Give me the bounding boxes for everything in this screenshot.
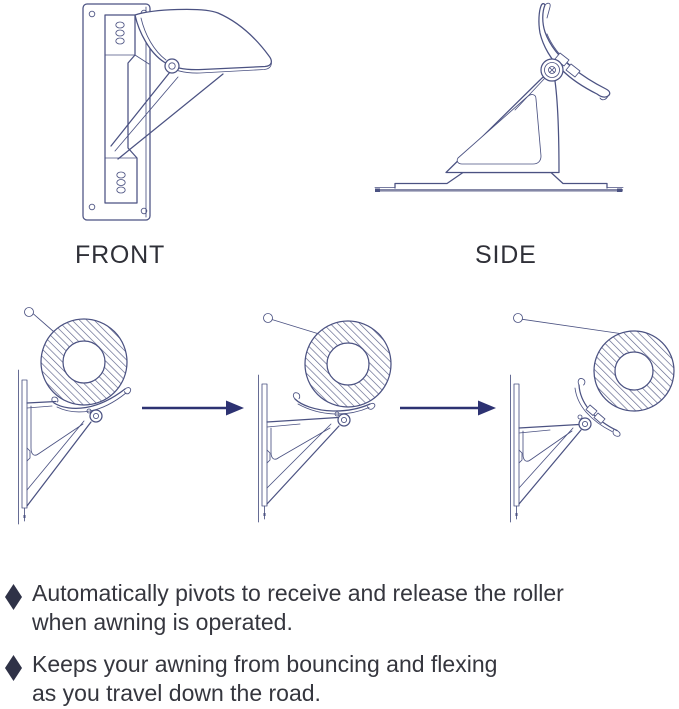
slot <box>115 21 125 29</box>
sequence-step-2-drawing <box>258 313 392 523</box>
support-arm <box>110 71 224 160</box>
pivot-screw <box>577 414 592 431</box>
feature-item: Automatically pivots to receive and rele… <box>5 579 665 637</box>
base-rail <box>374 187 624 192</box>
diamond-bullet-icon <box>5 584 22 610</box>
roller-cradle <box>574 378 621 437</box>
wall-bracket <box>18 369 92 525</box>
feature-item: Keeps your awning from bouncing and flex… <box>5 650 665 708</box>
front-view-label: FRONT <box>75 241 166 269</box>
awning-roller <box>40 318 128 406</box>
right-arrow-icon <box>400 400 496 416</box>
wall-bracket <box>258 374 340 523</box>
wall-bracket <box>510 374 582 523</box>
front-view-drawing <box>82 3 272 221</box>
side-view-label: SIDE <box>475 241 537 269</box>
feature-list: Automatically pivots to receive and rele… <box>5 579 665 709</box>
roller-saddle <box>134 8 272 74</box>
screw-hole <box>140 207 148 215</box>
pivot-screw <box>86 408 103 423</box>
feature-text: Keeps your awning from bouncing and flex… <box>32 650 497 708</box>
screw-hole <box>88 203 96 211</box>
feature-line: Automatically pivots to receive and rele… <box>32 580 564 606</box>
diamond-bullet-icon <box>5 655 22 681</box>
feature-line: when awning is operated. <box>32 609 293 635</box>
slot <box>116 186 126 194</box>
feature-line: as you travel down the road. <box>32 680 321 706</box>
sequence-step-3-drawing <box>510 313 675 523</box>
awning-roller <box>593 330 675 412</box>
pull-strap <box>263 313 318 334</box>
pivot-screw <box>540 58 564 82</box>
pivot-screw <box>334 411 351 427</box>
side-view-drawing <box>374 2 624 192</box>
slot <box>115 29 125 37</box>
pivot-knuckle <box>164 58 180 74</box>
screw-hole <box>88 10 96 18</box>
pull-strap <box>24 307 54 332</box>
slot <box>116 171 126 179</box>
right-arrow-icon <box>142 400 244 416</box>
sequence-step-1-drawing <box>18 307 132 525</box>
feature-text: Automatically pivots to receive and rele… <box>32 579 564 637</box>
stand-body <box>394 75 608 189</box>
roller-cradle <box>51 387 132 413</box>
pull-strap <box>513 313 621 334</box>
roller-cradle <box>538 2 611 101</box>
plate-channel <box>104 14 150 204</box>
slot <box>115 37 125 45</box>
slot <box>116 179 126 186</box>
awning-roller <box>304 320 392 408</box>
feature-line: Keeps your awning from bouncing and flex… <box>32 651 498 677</box>
